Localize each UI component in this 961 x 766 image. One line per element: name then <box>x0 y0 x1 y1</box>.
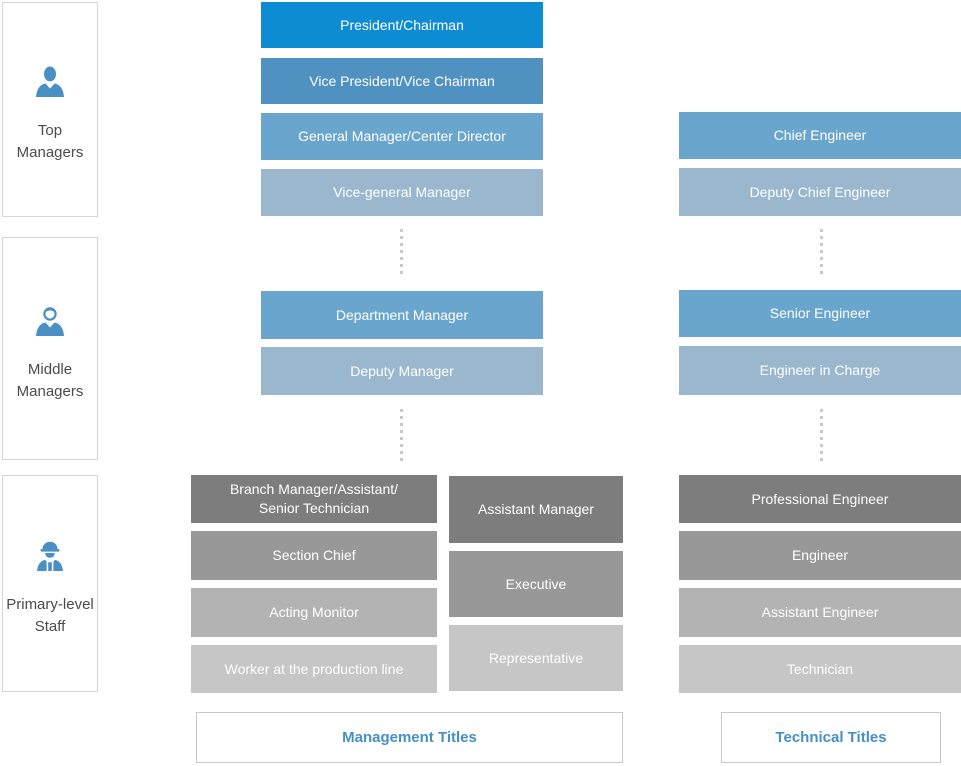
node-technician: Technician <box>679 645 961 693</box>
group-label: Top Managers <box>16 121 84 161</box>
group-middle-managers: Middle Managers <box>2 237 98 460</box>
group-primary-level-staff: Primary-level Staff <box>2 475 98 692</box>
management-titles-label: Management Titles <box>196 712 623 763</box>
group-label: Primary-level Staff <box>6 595 94 635</box>
group-top-managers: Top Managers <box>2 2 98 217</box>
node-acting-monitor: Acting Monitor <box>191 588 437 637</box>
node-department-manager: Department Manager <box>261 291 543 339</box>
node-assistant-manager: Assistant Manager <box>449 476 623 543</box>
dotted-connector <box>820 229 823 275</box>
node-general-manager: General Manager/Center Director <box>261 113 543 160</box>
node-assistant-engineer: Assistant Engineer <box>679 588 961 637</box>
node-professional-engineer: Professional Engineer <box>679 475 961 523</box>
node-vice-general-manager: Vice-general Manager <box>261 169 543 216</box>
businessman-icon <box>34 66 66 100</box>
node-engineer-in-charge: Engineer in Charge <box>679 346 961 395</box>
dotted-connector <box>400 409 403 462</box>
node-chief-engineer: Chief Engineer <box>679 112 961 159</box>
node-deputy-chief-engineer: Deputy Chief Engineer <box>679 168 961 216</box>
worker-icon <box>34 540 66 574</box>
node-representative: Representative <box>449 625 623 691</box>
node-vice-president: Vice President/Vice Chairman <box>261 58 543 104</box>
manager-icon <box>34 305 66 339</box>
node-section-chief: Section Chief <box>191 531 437 580</box>
node-president-chairman: President/Chairman <box>261 2 543 48</box>
technical-titles-label: Technical Titles <box>721 712 941 763</box>
node-deputy-manager: Deputy Manager <box>261 347 543 395</box>
node-production-line-worker: Worker at the production line <box>191 645 437 693</box>
node-branch-manager: Branch Manager/Assistant/ Senior Technic… <box>191 475 437 523</box>
dotted-connector <box>400 229 403 275</box>
group-label: Middle Managers <box>16 360 84 400</box>
node-senior-engineer: Senior Engineer <box>679 290 961 337</box>
node-executive: Executive <box>449 551 623 617</box>
node-engineer: Engineer <box>679 531 961 580</box>
dotted-connector <box>820 409 823 462</box>
